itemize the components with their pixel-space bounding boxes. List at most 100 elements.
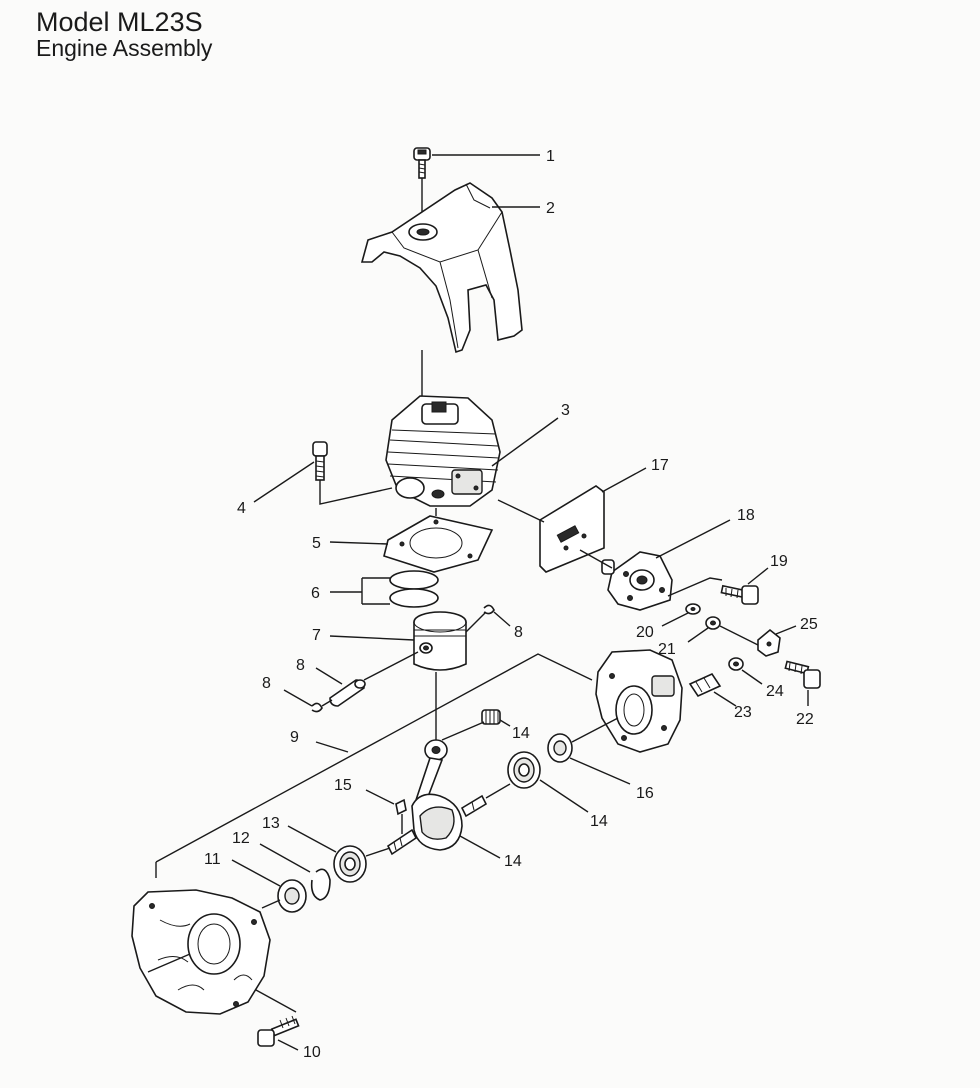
link-crank-bearing-left [365, 847, 391, 857]
leader-13 [259, 843, 311, 873]
callout-16: 14 [512, 725, 530, 742]
part-3-cylinder [385, 395, 501, 507]
leader-20 [655, 519, 731, 559]
leader-23 [687, 627, 709, 643]
part-22-washer [685, 603, 701, 615]
part-26-washer [728, 657, 744, 671]
callout-9: 8 [296, 657, 305, 674]
part-21-adapter-bolt [667, 577, 759, 605]
callout-3: 3 [561, 402, 570, 419]
leader-26 [741, 669, 763, 685]
link-18-case [571, 717, 619, 743]
leader-25 [713, 691, 737, 707]
part-20-intake-adapter [601, 551, 673, 611]
part-5-cylinder-gasket [383, 515, 494, 573]
leader-19 [601, 467, 647, 493]
part-25-sleeve [688, 672, 722, 698]
leader-11 [277, 1039, 299, 1051]
callout-24: 22 [796, 711, 814, 728]
link-case-seal [261, 899, 281, 909]
leader-22 [661, 612, 689, 627]
callout-2: 2 [546, 200, 555, 217]
part-23-spacer [705, 616, 721, 630]
part-4-cylinder-bolt [312, 441, 393, 505]
leader-4 [253, 461, 315, 503]
callout-25: 23 [734, 704, 752, 721]
part-17-woodruff-key [395, 798, 407, 816]
leader-17 [365, 789, 395, 805]
callout-26: 24 [766, 683, 784, 700]
link-piston-clip [465, 611, 487, 633]
model-title: Model ML23S [36, 7, 203, 37]
leader-14b [539, 779, 589, 813]
leader-8b [283, 689, 313, 707]
leader-14a [287, 825, 337, 853]
bracket-10 [155, 653, 593, 863]
leader-9 [315, 667, 343, 685]
link-19-to-20 [579, 549, 613, 569]
leader-18 [569, 757, 631, 785]
part-8-circlip-lower [311, 702, 323, 713]
leader-15 [459, 835, 501, 859]
callout-13: 12 [232, 830, 250, 847]
part-18-oil-seal [547, 733, 573, 763]
callout-7: 7 [312, 627, 321, 644]
callout-5: 5 [312, 535, 321, 552]
leader-5 [329, 541, 389, 545]
part-24-bolt [784, 660, 821, 689]
link-cyl-to-19 [497, 499, 545, 523]
callout-8a: 8 [514, 624, 523, 641]
part-crankcase-left [131, 889, 271, 1015]
link-pin-piston [363, 651, 419, 681]
callout-21: 19 [770, 553, 788, 570]
part-19-insulator-plate [539, 485, 605, 573]
leader-3 [491, 417, 559, 467]
callout-27: 25 [800, 616, 818, 633]
part-14-ball-bearing-left [333, 845, 367, 883]
part-9-piston-pin [329, 679, 366, 707]
link-clip-pin [321, 699, 333, 707]
part-6-piston-rings [389, 570, 439, 608]
diagram-title-block: Model ML23S Engine Assembly [36, 7, 213, 62]
callout-12: 11 [204, 851, 221, 868]
part-27-bracket [719, 625, 781, 657]
callout-1: 1 [546, 148, 555, 165]
callout-14b: 14 [590, 813, 608, 830]
part-crankcase-right [595, 649, 683, 753]
callout-19: 17 [651, 457, 669, 474]
part-11-crankcase-screw [255, 989, 300, 1047]
link-crank-bearing-right [485, 783, 511, 799]
leader-21 [747, 567, 769, 585]
leader-6 [330, 577, 390, 605]
part-15-crankshaft [386, 739, 488, 856]
leader-12 [231, 859, 281, 887]
part-7-piston [413, 611, 467, 671]
callout-18: 16 [636, 785, 654, 802]
section-title: Engine Assembly [36, 35, 213, 62]
part-12-oil-seal [277, 879, 307, 913]
leader-7 [329, 635, 415, 641]
callout-10: 9 [290, 729, 299, 746]
callout-4: 4 [237, 500, 246, 517]
callout-14a: 13 [262, 815, 280, 832]
leader-10 [315, 741, 349, 753]
leader-27 [775, 625, 797, 635]
leader-16 [499, 719, 511, 727]
part-14-ball-bearing-right [507, 751, 541, 789]
link-16 [441, 721, 485, 741]
callout-15: 14 [504, 853, 522, 870]
callout-23: 21 [658, 641, 676, 658]
callout-20: 18 [737, 507, 755, 524]
part-13-retaining-ring [310, 868, 331, 901]
part-2-cylinder-cover [360, 182, 523, 354]
callout-11: 10 [303, 1044, 321, 1061]
callout-8b: 8 [262, 675, 271, 692]
leader-8a [493, 611, 511, 627]
part-16-needle-bearing [481, 709, 501, 725]
callout-22: 20 [636, 624, 654, 641]
part-8-circlip-upper [483, 604, 495, 615]
callout-17: 15 [334, 777, 352, 794]
callout-6: 6 [311, 585, 320, 602]
